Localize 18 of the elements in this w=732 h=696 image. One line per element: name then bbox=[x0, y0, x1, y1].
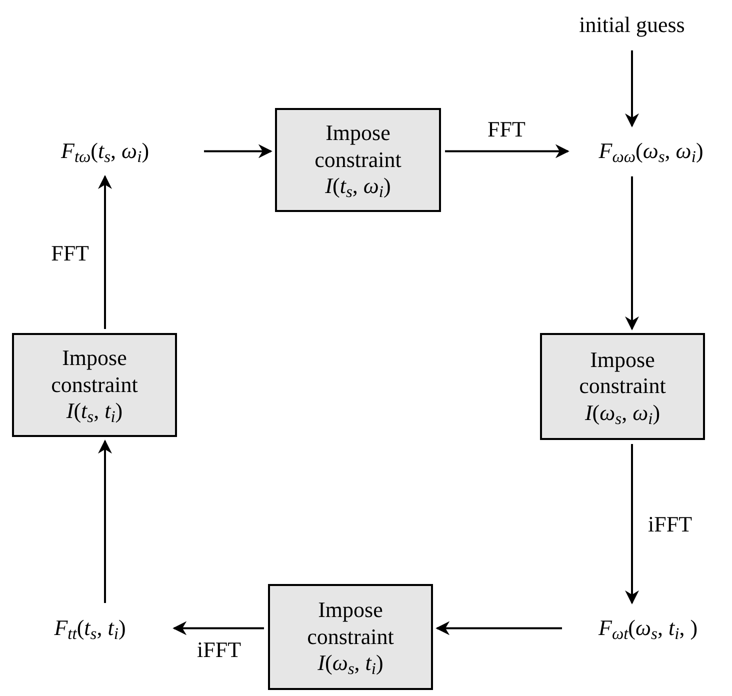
arrow bbox=[98, 440, 112, 603]
arrow bbox=[445, 144, 570, 158]
math-label: F$_{tω}$(t$_{s}$, ω$_{i}$) bbox=[10, 130, 200, 172]
arrow bbox=[204, 144, 272, 158]
process-box: Impose constraint I(ω$_{s}$, t$_{i}$) bbox=[268, 584, 433, 690]
process-box: Impose constraint I(ω$_{s}$, ω$_{i}$) bbox=[540, 333, 705, 440]
process-box: Impose constraint I(t$_{s}$, t$_{i}$) bbox=[12, 333, 177, 437]
process-box: Impose constraint I(t$_{s}$, ω$_{i}$) bbox=[275, 108, 441, 212]
arrow bbox=[98, 175, 112, 329]
arrow bbox=[625, 444, 639, 604]
math-label: F$_{tt}$(t$_{s}$, t$_{i}$) bbox=[10, 607, 170, 650]
math-label: initial guess bbox=[540, 4, 724, 46]
arrow bbox=[436, 621, 562, 636]
arrow bbox=[625, 50, 639, 128]
arrow bbox=[625, 176, 639, 330]
arrow bbox=[172, 621, 264, 636]
math-label: F$_{ωt}$(ω$_{s}$, t$_{i}$, ) bbox=[566, 607, 730, 650]
math-label: F$_{ωω}$(ω$_{s}$, ω$_{i}$) bbox=[572, 130, 730, 172]
